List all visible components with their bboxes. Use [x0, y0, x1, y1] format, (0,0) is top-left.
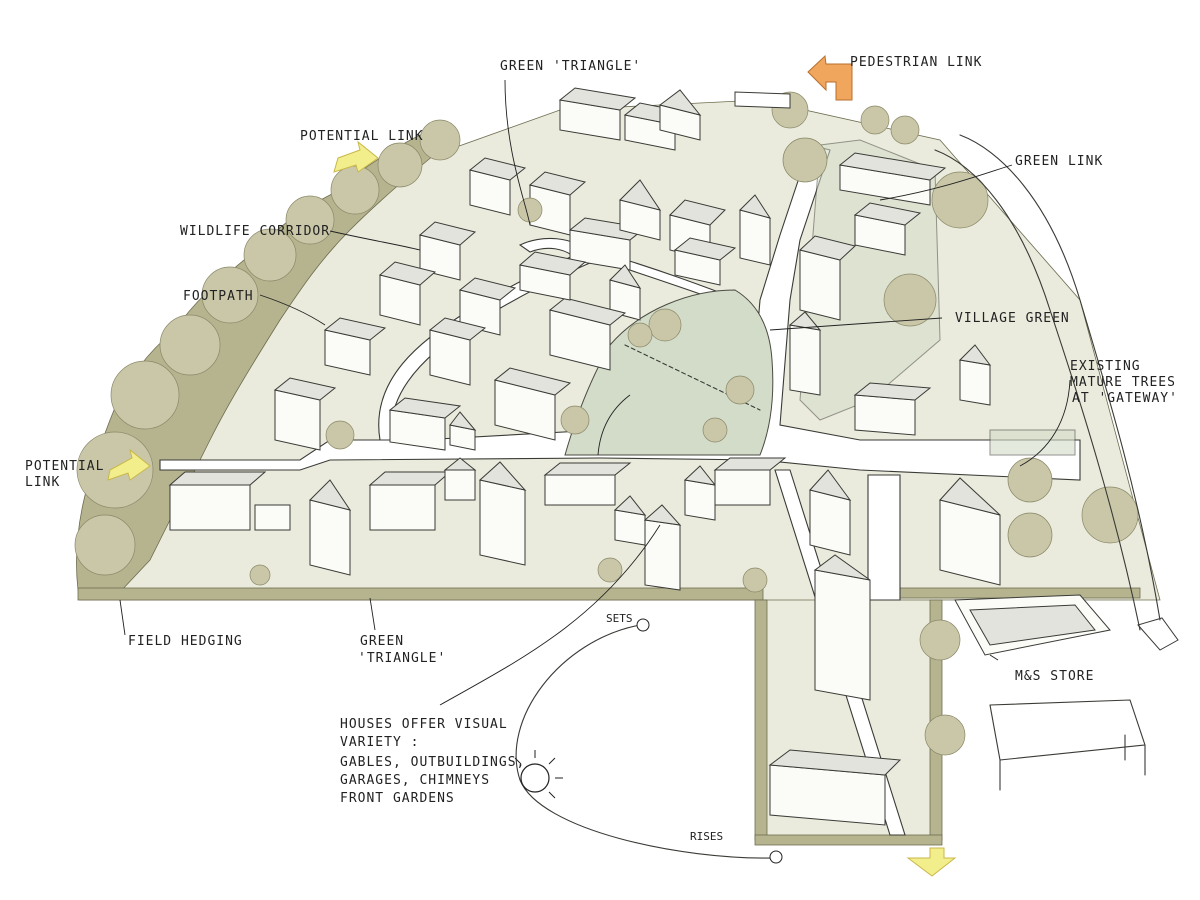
house-cluster-center — [468, 157, 772, 321]
buildings-commercial — [768, 469, 1001, 826]
house-cluster-west — [273, 221, 517, 451]
label-pedestrian-link: PEDESTRIAN LINK — [850, 55, 982, 70]
ms-store-building — [954, 594, 1146, 791]
field-hedging-line — [77, 587, 1141, 846]
east-road-arrow — [1137, 617, 1179, 651]
pedestrian-link-arrow — [807, 54, 853, 101]
outer-road-edge — [934, 149, 1141, 631]
south-access-arrow — [906, 847, 957, 877]
label-field-hedging: FIELD HEDGING — [128, 634, 243, 649]
link-arrows — [107, 54, 1179, 877]
village-green — [560, 289, 774, 456]
label-green-triangle-top: GREEN 'TRIANGLE' — [500, 59, 641, 74]
label-sun-rises: RISES — [690, 830, 723, 843]
house-cluster-east — [788, 152, 992, 436]
label-footpath: FOOTPATH — [183, 289, 254, 304]
label-village-green: VILLAGE GREEN — [955, 311, 1070, 326]
potential-link-arrow-top — [333, 140, 379, 173]
sun-icon — [520, 763, 550, 793]
label-potential-link-top: POTENTIAL LINK — [300, 129, 424, 144]
label-houses-note-3: GABLES, OUTBUILDINGS, — [340, 755, 525, 770]
label-green-triangle-bottom-1: GREEN — [360, 634, 404, 649]
label-existing-trees-3: AT 'GATEWAY' — [1072, 391, 1178, 406]
annotation-labels: GREEN 'TRIANGLE' PEDESTRIAN LINK POTENTI… — [25, 55, 1178, 843]
label-potential-link-left-1: POTENTIAL — [25, 459, 104, 474]
label-potential-link-left-2: LINK — [25, 475, 60, 490]
house-row-south — [168, 457, 787, 591]
label-green-link: GREEN LINK — [1015, 154, 1103, 169]
label-houses-note-5: FRONT GARDENS — [340, 791, 455, 806]
label-existing-trees-1: EXISTING — [1070, 359, 1141, 374]
label-houses-note-1: HOUSES OFFER VISUAL — [340, 717, 508, 732]
outer-road — [959, 134, 1161, 621]
sun-path-diagram — [514, 618, 783, 864]
house-cluster-north — [558, 87, 702, 151]
house-terraces — [493, 251, 627, 441]
label-wildlife-corridor: WILDLIFE CORRIDOR — [180, 224, 330, 239]
annotation-leaders — [119, 79, 1071, 706]
label-existing-trees-2: MATURE TREES — [1070, 375, 1176, 390]
scattered-trees — [249, 91, 1139, 756]
label-houses-note-2: VARIETY : — [340, 735, 419, 750]
label-green-triangle-bottom-2: 'TRIANGLE' — [358, 651, 446, 666]
potential-link-arrow-left — [107, 448, 151, 481]
label-sun-sets: SETS — [606, 612, 633, 625]
north-road-arrow — [734, 91, 791, 109]
wildlife-corridor-trees — [74, 119, 461, 593]
houses — [168, 87, 1146, 826]
label-ms-store: M&S STORE — [1015, 669, 1094, 684]
label-houses-note-4: GARAGES, CHIMNEYS — [340, 773, 490, 788]
